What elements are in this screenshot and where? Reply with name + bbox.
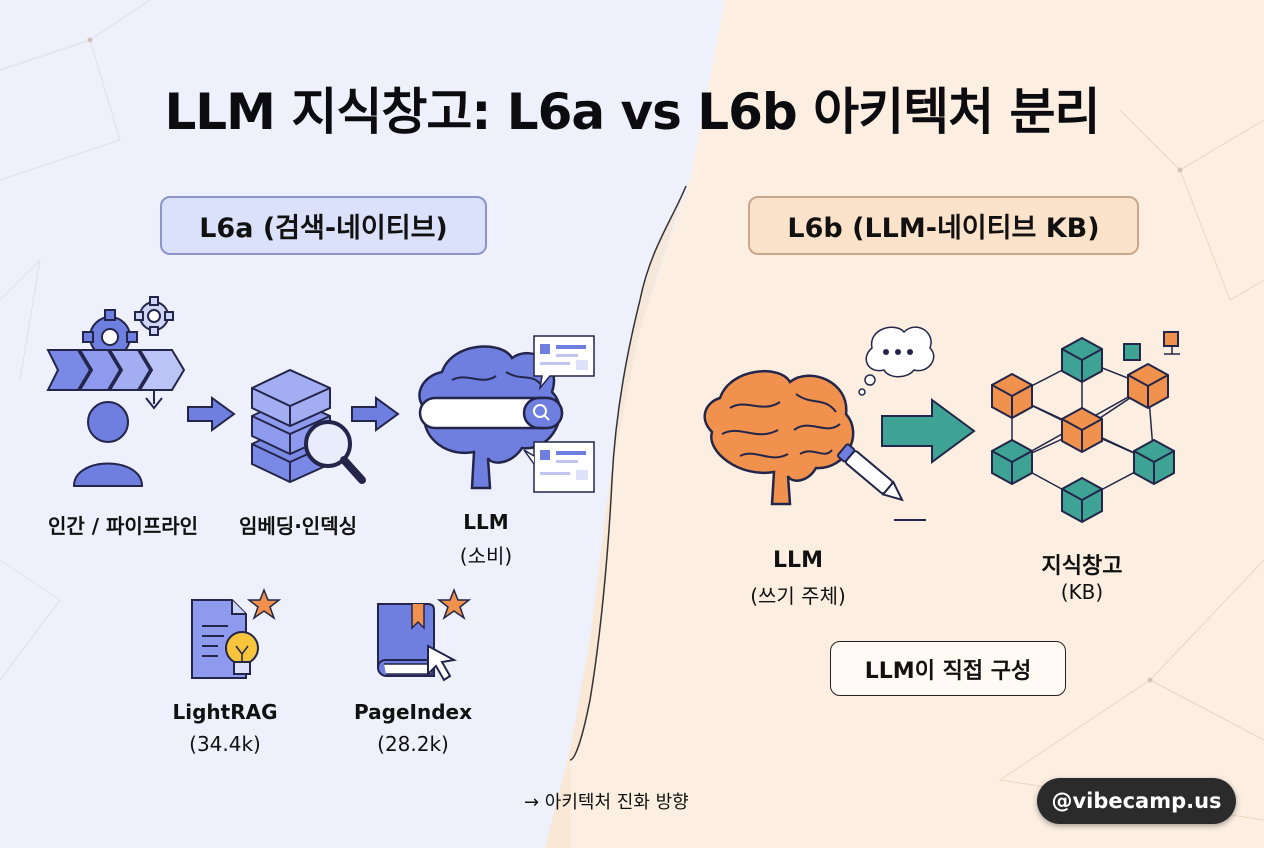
database-search-icon bbox=[251, 368, 366, 484]
llm-writer-label: LLM bbox=[773, 548, 823, 573]
step-sublabel-llm: (소비) bbox=[459, 544, 513, 568]
step-label-llm: LLM bbox=[463, 510, 509, 534]
watermark-badge: @vibecamp.us bbox=[1037, 778, 1236, 824]
brain-search-icon bbox=[418, 335, 595, 493]
l6b-header: L6b (LLM-네이티브 KB) bbox=[748, 196, 1139, 255]
user-pipeline-icon bbox=[46, 296, 186, 487]
book-cursor-icon bbox=[377, 587, 472, 682]
brain-pen-icon bbox=[703, 326, 935, 521]
document-lightbulb-icon bbox=[191, 587, 282, 679]
evolution-direction-caption: → 아키텍처 진화 방향 bbox=[524, 792, 689, 813]
step-label-embedding: 임베딩·인덱싱 bbox=[239, 514, 357, 538]
llm-direct-build-tag: LLM이 직접 구성 bbox=[830, 641, 1066, 696]
example-stars-lightrag: (34.4k) bbox=[189, 732, 261, 756]
arrow-right-icon bbox=[881, 398, 976, 464]
step-label-human-pipeline: 인간 / 파이프라인 bbox=[47, 514, 199, 538]
example-name-lightrag: LightRAG bbox=[172, 700, 278, 724]
knowledge-graph-icon bbox=[991, 331, 1180, 524]
arrow-right-icon bbox=[351, 396, 400, 432]
kb-sublabel: (KB) bbox=[1060, 580, 1104, 604]
example-stars-pageindex: (28.2k) bbox=[377, 732, 449, 756]
l6a-header: L6a (검색-네이티브) bbox=[160, 196, 487, 255]
kb-label: 지식창고 bbox=[1041, 554, 1123, 579]
page-title: LLM 지식창고: L6a vs L6b 아키텍처 분리 bbox=[164, 83, 1100, 141]
arrow-right-icon bbox=[187, 396, 236, 432]
example-name-pageindex: PageIndex bbox=[354, 700, 472, 724]
llm-writer-sublabel: (쓰기 주체) bbox=[750, 584, 846, 608]
